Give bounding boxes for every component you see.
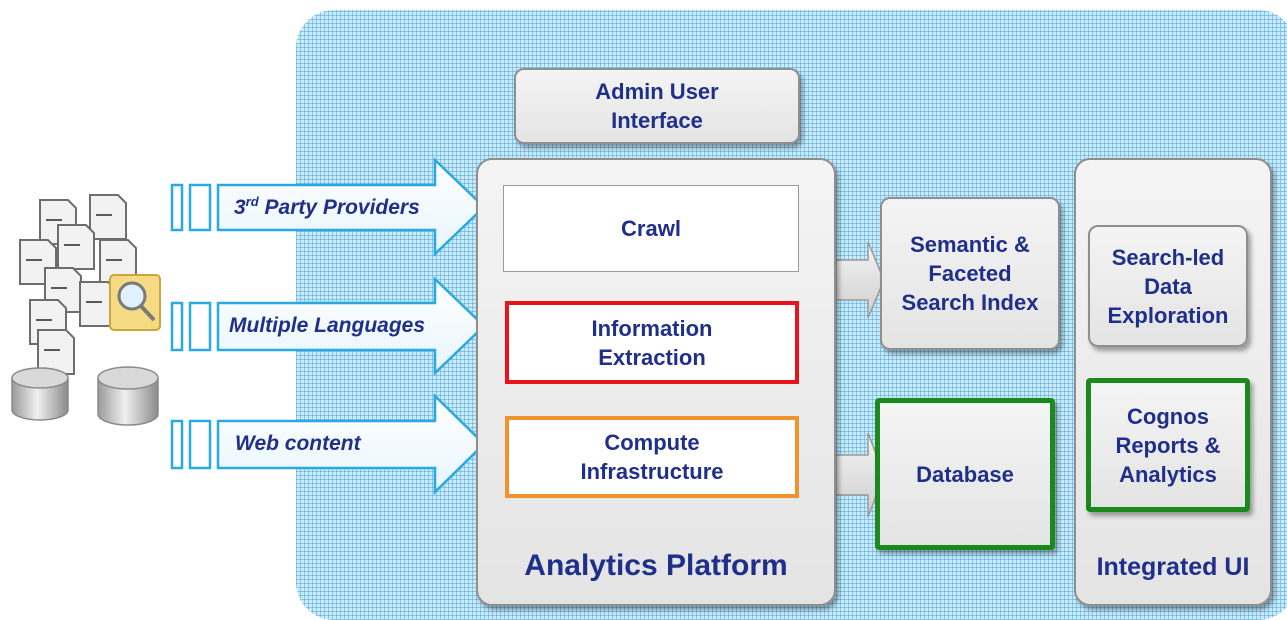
compute-infrastructure-box: Compute Infrastructure <box>505 416 799 498</box>
database-label: Database <box>916 461 1014 487</box>
cognos-label: Cognos Reports & Analytics <box>1115 403 1221 487</box>
input-label-languages: Multiple Languages <box>229 314 426 337</box>
crawl-box: Crawl <box>503 185 799 272</box>
compute-infrastructure-label: Compute Infrastructure <box>580 430 724 484</box>
search-index-label: Semantic & Faceted Search Index <box>901 232 1039 315</box>
cognos-box: Cognos Reports & Analytics <box>1086 378 1250 512</box>
document-stack-icon <box>19 194 137 375</box>
input-arrow-languages <box>170 276 486 376</box>
information-extraction-label: Information Extraction <box>591 315 713 370</box>
integrated-ui-title: Integrated UI <box>1096 553 1250 581</box>
admin-user-interface-label: Admin User Interface <box>595 79 719 133</box>
search-index-box: Semantic & Faceted Search Index <box>880 197 1060 350</box>
database-box: Database <box>875 398 1055 550</box>
input-arrow-third-party <box>170 157 486 257</box>
information-extraction-box: Information Extraction <box>505 301 799 384</box>
search-led-label: Search-led Data Exploration <box>1107 244 1229 328</box>
input-arrow-web <box>170 393 486 495</box>
input-label-web: Web content <box>235 432 361 455</box>
admin-user-interface-box: Admin User Interface <box>514 68 800 144</box>
magnifier-folder-icon <box>109 274 161 331</box>
analytics-platform-title: Analytics Platform <box>524 549 788 582</box>
database-cylinder-icon <box>11 366 159 426</box>
search-led-box: Search-led Data Exploration <box>1088 225 1248 347</box>
arrow-to-search-index <box>835 241 885 319</box>
crawl-label: Crawl <box>621 216 681 241</box>
input-label-third-party: 3rd Party Providers <box>234 194 420 219</box>
